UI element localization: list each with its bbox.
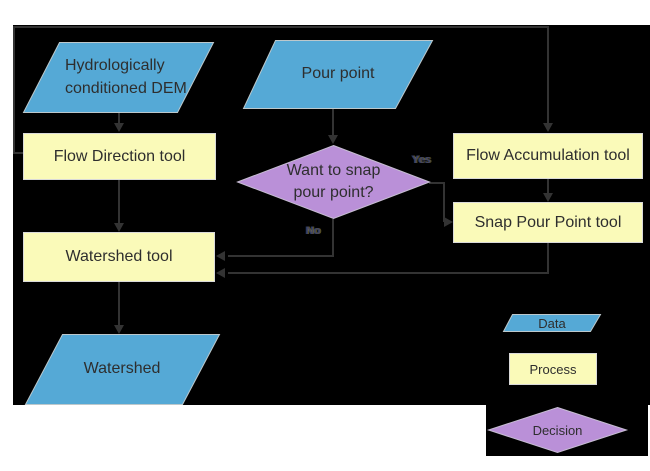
connector-no-h — [228, 255, 334, 257]
snap-pour-point-label: Snap Pour Point tool — [474, 213, 622, 231]
arrowhead-watershedtool-right-in-1 — [216, 251, 225, 261]
decision-node-label: Want to snap pour point? — [257, 152, 410, 212]
decision-label-line1: Want to snap — [286, 162, 381, 179]
dem-node-label: Hydrologically conditioned DEM — [65, 57, 187, 97]
connector-loop-stub — [15, 152, 25, 154]
arrowhead-watershedtool-right-in-2 — [216, 268, 225, 278]
decision-shape — [236, 144, 431, 220]
connector-dem-flowdirection — [118, 112, 120, 124]
snap-pour-point-node: Snap Pour Point tool — [453, 202, 643, 243]
legend-process-shape: Process — [509, 353, 597, 385]
legend-decision-label: Decision — [532, 422, 583, 438]
arrowhead-snap-top-in — [543, 193, 553, 202]
connector-loop-right — [547, 26, 549, 123]
legend-data-shape — [502, 314, 602, 332]
connector-no-v — [332, 219, 334, 257]
arrowhead-watershedtool-top-in — [114, 223, 124, 232]
connector-flowacc-snap — [547, 179, 549, 194]
connector-snap-v — [547, 243, 549, 274]
connector-flowdirection-watershedtool — [118, 180, 120, 224]
watershed-node-label: Watershed — [83, 360, 161, 377]
watershed-data-shape — [24, 334, 221, 405]
decision-label-line2: pour point? — [293, 184, 374, 201]
connector-watershedtool-watershed — [118, 282, 120, 326]
arrowhead-decision-in — [328, 135, 338, 144]
connector-snap-h — [228, 272, 549, 274]
arrowhead-snap-left-in — [444, 217, 453, 227]
flow-accumulation-node: Flow Accumulation tool — [453, 133, 643, 179]
watershed-tool-node: Watershed tool — [23, 232, 215, 282]
no-branch-label: No — [306, 225, 321, 237]
flow-direction-label: Flow Direction tool — [53, 147, 186, 165]
flow-accumulation-label: Flow Accumulation tool — [466, 147, 630, 164]
connector-yes-v — [443, 182, 445, 222]
arrowhead-flow-accumulation-in — [543, 123, 553, 132]
flow-direction-node: Flow Direction tool — [23, 133, 216, 180]
pourpoint-node-label: Pour point — [301, 65, 375, 82]
arrowhead-watershed-in — [114, 325, 124, 334]
legend-decision-shape — [486, 406, 629, 454]
connector-loop-top — [13, 26, 549, 28]
connector-pourpoint-decision — [332, 108, 334, 136]
pourpoint-data-shape — [242, 40, 434, 109]
legend-process-label: Process — [529, 361, 577, 377]
legend-data-label: Data — [538, 315, 566, 331]
yes-branch-label: Yes — [412, 154, 431, 166]
connector-loop-left — [13, 26, 15, 154]
arrowhead-flowdirection-in — [114, 123, 124, 132]
dem-data-shape — [22, 42, 215, 113]
watershed-tool-label: Watershed tool — [65, 248, 173, 265]
connector-yes-h — [429, 182, 445, 184]
